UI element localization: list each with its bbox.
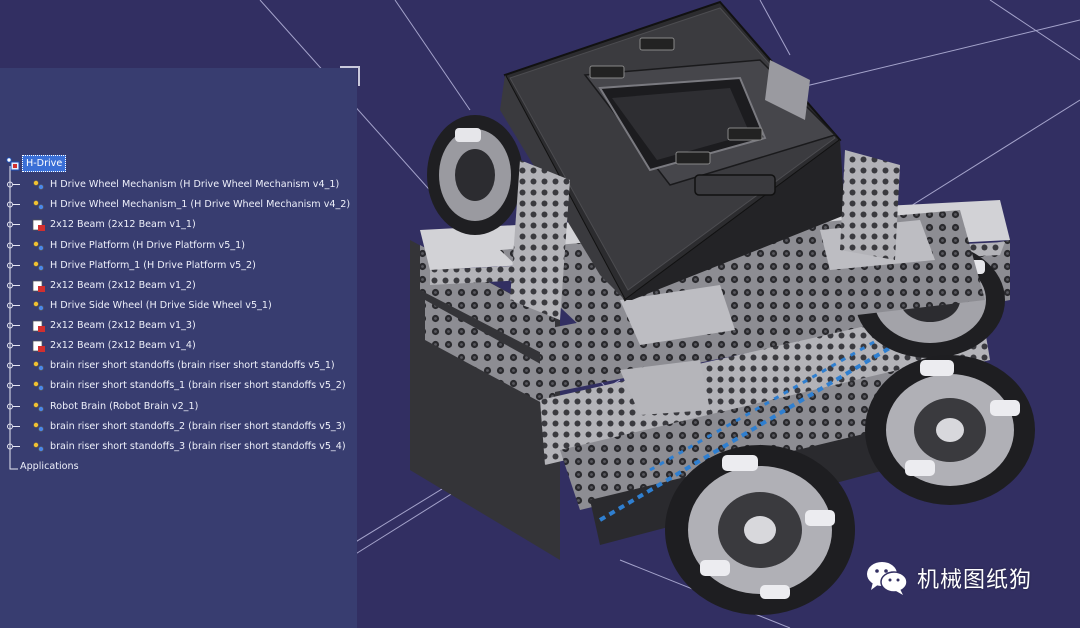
tree-item-label: H Drive Wheel Mechanism_1 (H Drive Wheel…: [50, 199, 351, 210]
assembly-icon: [33, 401, 44, 412]
tree-item-label: H Drive Side Wheel (H Drive Side Wheel v…: [50, 300, 272, 311]
tree-item-2x12-beam-3[interactable]: 2x12 Beam (2x12 Beam v1_3): [6, 317, 198, 334]
tree-item-label: H Drive Wheel Mechanism (H Drive Wheel M…: [50, 179, 340, 190]
assembly-icon: [33, 421, 44, 432]
tree-item-h-drive-side-wheel[interactable]: H Drive Side Wheel (H Drive Side Wheel v…: [6, 297, 274, 314]
brain-button-bottom-right: [727, 127, 763, 141]
tree-item-label: 2x12 Beam (2x12 Beam v1_2): [50, 280, 196, 291]
tree-spine: [9, 166, 11, 458]
tree-item-robot-brain[interactable]: Robot Brain (Robot Brain v2_1): [6, 398, 200, 415]
tree-item-brain-riser-short-standoffs-3[interactable]: brain riser short standoffs_3 (brain ris…: [6, 438, 348, 455]
part-icon: [32, 320, 45, 332]
brain-button-top-left: [589, 65, 625, 79]
panel-corner-marker: [340, 66, 360, 86]
tree-item-h-drive-wheel-mechanism[interactable]: H Drive Wheel Mechanism (H Drive Wheel M…: [6, 176, 341, 193]
tree-item-brain-riser-short-standoffs[interactable]: brain riser short standoffs (brain riser…: [6, 357, 337, 374]
tree-item-2x12-beam-1[interactable]: 2x12 Beam (2x12 Beam v1_1): [6, 216, 198, 233]
tree-item-label: brain riser short standoffs_1 (brain ris…: [50, 380, 346, 391]
omni-wheel-front-left: [665, 445, 855, 615]
tree-item-applications[interactable]: Applications: [6, 458, 81, 475]
tree-item-brain-riser-short-standoffs-1[interactable]: brain riser short standoffs_1 (brain ris…: [6, 377, 348, 394]
part-icon: [32, 219, 45, 231]
assembly-icon: [33, 360, 44, 371]
brain-button-bottom-left: [675, 151, 711, 165]
tree-item-label: 2x12 Beam (2x12 Beam v1_4): [50, 340, 196, 351]
tree-item-h-drive-wheel-mechanism-1[interactable]: H Drive Wheel Mechanism_1 (H Drive Wheel…: [6, 196, 352, 213]
tree-item-label: H Drive Platform (H Drive Platform v5_1): [50, 240, 245, 251]
tree-item-h-drive-platform[interactable]: H Drive Platform (H Drive Platform v5_1): [6, 237, 247, 254]
tree-root-label: H-Drive: [22, 155, 67, 172]
wechat-icon: [867, 562, 908, 595]
tree-item-2x12-beam-2[interactable]: 2x12 Beam (2x12 Beam v1_2): [6, 277, 198, 294]
watermark-text: 机械图纸狗: [917, 568, 1033, 593]
tree-root-h-drive[interactable]: H-Drive: [6, 155, 67, 172]
tree-item-label: 2x12 Beam (2x12 Beam v1_3): [50, 320, 196, 331]
omni-wheel-rear-left: [427, 115, 523, 235]
assembly-icon: [33, 380, 44, 391]
assembly-icon: [33, 441, 44, 452]
robot-brain: [500, 0, 845, 302]
assembly-icon: [33, 240, 44, 251]
tree-item-label: brain riser short standoffs_2 (brain ris…: [50, 421, 346, 432]
tree-item-label: H Drive Platform_1 (H Drive Platform v5_…: [50, 260, 256, 271]
omni-wheel-front-right: [865, 355, 1035, 505]
assembly-icon: [33, 199, 44, 210]
tree-item-label: Robot Brain (Robot Brain v2_1): [50, 401, 199, 412]
tree-item-label: 2x12 Beam (2x12 Beam v1_1): [50, 219, 196, 230]
assembly-icon: [33, 260, 44, 271]
applications-label: Applications: [20, 461, 79, 472]
tree-item-h-drive-platform-1[interactable]: H Drive Platform_1 (H Drive Platform v5_…: [6, 257, 258, 274]
assembly-icon: [33, 300, 44, 311]
part-icon: [32, 280, 45, 292]
side-arms: [510, 60, 900, 320]
tree-item-label: brain riser short standoffs_3 (brain ris…: [50, 441, 346, 452]
watermark: 机械图纸狗: [865, 560, 1032, 596]
assembly-icon: [33, 179, 44, 190]
tree-item-brain-riser-short-standoffs-2[interactable]: brain riser short standoffs_2 (brain ris…: [6, 418, 348, 435]
assembly-icon: [6, 156, 20, 170]
tree-item-label: brain riser short standoffs (brain riser…: [50, 360, 335, 371]
brain-button-top-right: [639, 37, 675, 51]
tree-branch-connector: [9, 458, 18, 470]
part-icon: [32, 340, 45, 352]
tree-item-2x12-beam-4[interactable]: 2x12 Beam (2x12 Beam v1_4): [6, 337, 198, 354]
